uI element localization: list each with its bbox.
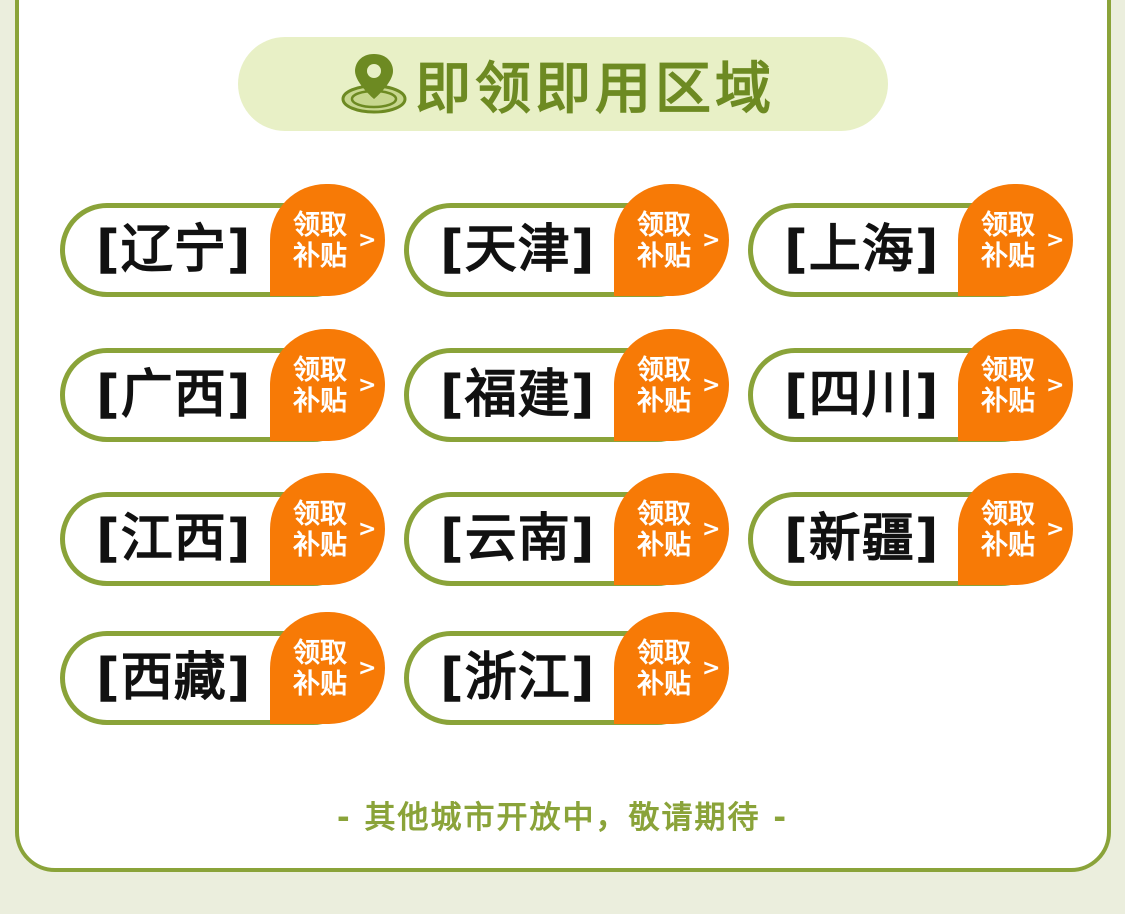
- claim-subsidy-button[interactable]: 领取补贴 >: [614, 329, 729, 441]
- section-title: 即领即用区域: [415, 56, 775, 122]
- claim-subsidy-button[interactable]: 领取补贴 >: [958, 473, 1073, 585]
- section-header: 即领即用区域: [238, 37, 888, 131]
- region-label: [云南]: [440, 509, 596, 569]
- region-label: [广西]: [96, 365, 252, 425]
- region-label: [上海]: [784, 220, 940, 280]
- region-item-liaoning: [辽宁] 领取补贴 >: [60, 184, 385, 297]
- chevron-right-icon: >: [358, 517, 377, 542]
- claim-subsidy-button[interactable]: 领取补贴 >: [270, 329, 385, 441]
- claim-subsidy-button[interactable]: 领取补贴 >: [614, 612, 729, 724]
- chevron-right-icon: >: [702, 228, 721, 253]
- region-item-sichuan: [四川] 领取补贴 >: [748, 329, 1073, 442]
- claim-subsidy-label: 领取补贴: [637, 638, 691, 700]
- claim-subsidy-button[interactable]: 领取补贴 >: [614, 473, 729, 585]
- claim-subsidy-button[interactable]: 领取补贴 >: [958, 184, 1073, 296]
- region-label: [天津]: [440, 220, 596, 280]
- region-item-zhejiang: [浙江] 领取补贴 >: [404, 612, 729, 725]
- claim-subsidy-button[interactable]: 领取补贴 >: [614, 184, 729, 296]
- region-label: [福建]: [440, 365, 596, 425]
- region-label: [四川]: [784, 365, 940, 425]
- coming-soon-note: - 其他城市开放中，敬请期待 -: [336, 800, 789, 836]
- region-item-fujian: [福建] 领取补贴 >: [404, 329, 729, 442]
- region-item-shanghai: [上海] 领取补贴 >: [748, 184, 1073, 297]
- chevron-right-icon: >: [358, 228, 377, 253]
- claim-subsidy-button[interactable]: 领取补贴 >: [958, 329, 1073, 441]
- chevron-right-icon: >: [702, 656, 721, 681]
- region-item-guangxi: [广西] 领取补贴 >: [60, 329, 385, 442]
- claim-subsidy-label: 领取补贴: [637, 210, 691, 272]
- chevron-right-icon: >: [702, 373, 721, 398]
- chevron-right-icon: >: [702, 517, 721, 542]
- region-label: [辽宁]: [96, 220, 252, 280]
- claim-subsidy-label: 领取补贴: [293, 638, 347, 700]
- claim-subsidy-label: 领取补贴: [981, 499, 1035, 561]
- region-item-jiangxi: [江西] 领取补贴 >: [60, 473, 385, 586]
- claim-subsidy-button[interactable]: 领取补贴 >: [270, 612, 385, 724]
- claim-subsidy-label: 领取补贴: [637, 499, 691, 561]
- claim-subsidy-label: 领取补贴: [293, 355, 347, 417]
- claim-subsidy-label: 领取补贴: [293, 499, 347, 561]
- claim-subsidy-label: 领取补贴: [981, 355, 1035, 417]
- claim-subsidy-label: 领取补贴: [293, 210, 347, 272]
- chevron-right-icon: >: [358, 656, 377, 681]
- region-item-xizang: [西藏] 领取补贴 >: [60, 612, 385, 725]
- chevron-right-icon: >: [1046, 517, 1065, 542]
- claim-subsidy-button[interactable]: 领取补贴 >: [270, 473, 385, 585]
- region-label: [浙江]: [440, 648, 596, 708]
- claim-subsidy-label: 领取补贴: [981, 210, 1035, 272]
- chevron-right-icon: >: [1046, 373, 1065, 398]
- region-label: [新疆]: [784, 509, 940, 569]
- chevron-right-icon: >: [1046, 228, 1065, 253]
- claim-subsidy-label: 领取补贴: [637, 355, 691, 417]
- claim-subsidy-button[interactable]: 领取补贴 >: [270, 184, 385, 296]
- location-pin-icon: [341, 54, 407, 114]
- region-label: [西藏]: [96, 648, 252, 708]
- region-item-yunnan: [云南] 领取补贴 >: [404, 473, 729, 586]
- region-item-xinjiang: [新疆] 领取补贴 >: [748, 473, 1073, 586]
- region-label: [江西]: [96, 509, 252, 569]
- region-item-tianjin: [天津] 领取补贴 >: [404, 184, 729, 297]
- chevron-right-icon: >: [358, 373, 377, 398]
